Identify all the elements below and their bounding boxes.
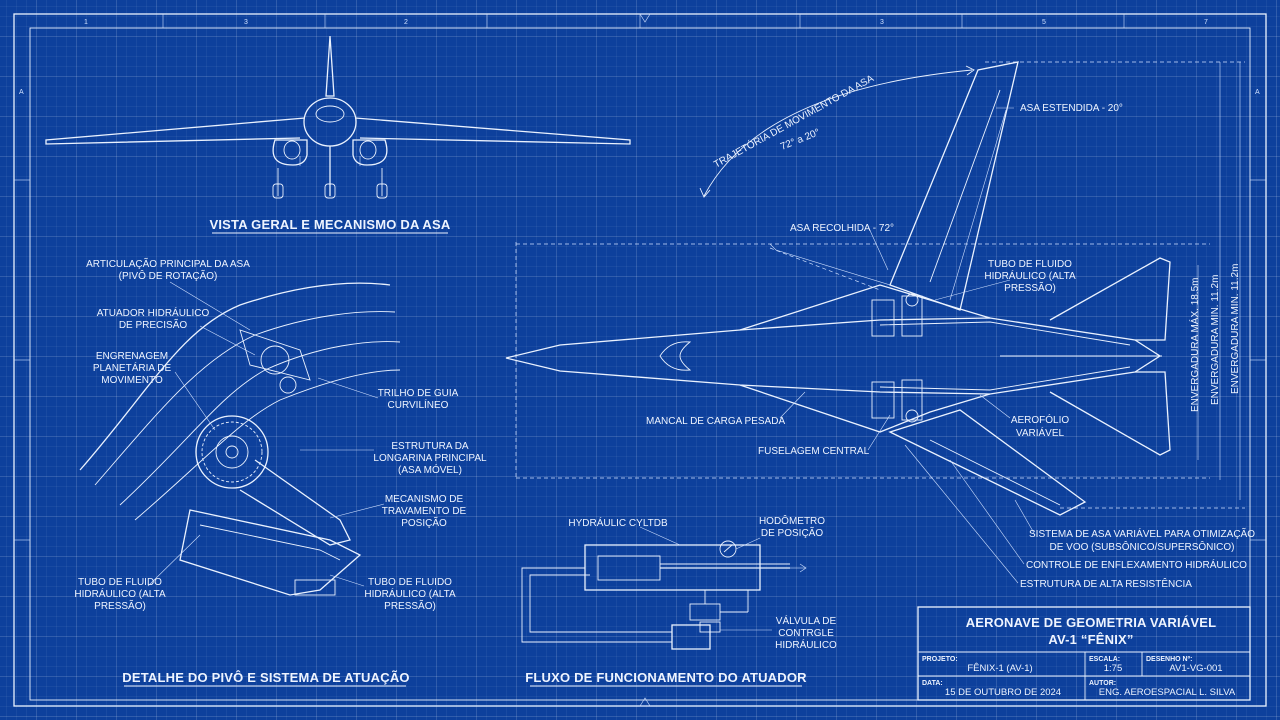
title-block-data-label: DATA: bbox=[922, 680, 943, 687]
label-articulacao-line2: (PIVÔ DE ROTAÇÃO) bbox=[119, 269, 218, 282]
label-fuselagem: FUSELAGEM CENTRAL bbox=[758, 446, 870, 457]
label-trilho-line1: TRILHO DE GUIA bbox=[378, 388, 459, 399]
label-sistema-line2: DE VOO (SUBSÔNICO/SUPERSÔNICO) bbox=[1049, 540, 1234, 553]
overview-section-title: VISTA GERAL E MECANISMO DA ASA bbox=[210, 217, 451, 232]
frame-mark-1: 1 bbox=[84, 19, 88, 26]
label-plan-tubo-line3: PRESSÃO) bbox=[1004, 281, 1056, 294]
label-env-min-2: ENVERGADURA MIN. 11.2m bbox=[1230, 264, 1241, 394]
frame-mark-6: 7 bbox=[1204, 19, 1208, 26]
label-asa-estendida: ASA ESTENDIDA - 20° bbox=[1020, 103, 1123, 114]
title-block-escala-label: ESCALA: bbox=[1089, 656, 1120, 663]
label-engrenagem-line1: ENGRENAGEM bbox=[96, 351, 168, 362]
frame-row-mark-right: A bbox=[1255, 89, 1260, 96]
centering-arrow-top bbox=[639, 13, 651, 23]
label-asa-recolhida: ASA RECOLHIDA - 72° bbox=[790, 223, 894, 234]
label-hodometro-line2: DE POSIÇÃO bbox=[761, 526, 823, 539]
pivot-detail-drawing bbox=[79, 281, 401, 596]
frame-mark-3: 2 bbox=[404, 19, 408, 26]
frame-mark-5: 5 bbox=[1042, 19, 1046, 26]
label-longarina-line3: (ASA MÓVEL) bbox=[398, 463, 462, 476]
drawing-frame: 1 3 2 3 5 7 A A bbox=[13, 13, 1267, 707]
label-longarina-line2: LONGARINA PRINCIPAL bbox=[373, 453, 487, 464]
label-travamento-line1: MECANISMO DE bbox=[385, 494, 464, 505]
label-travamento-line2: TRAVAMENTO DE bbox=[382, 506, 467, 517]
label-trilho-line2: CURVILÍNEO bbox=[388, 398, 449, 411]
label-longarina-line1: ESTRUTURA DA bbox=[391, 441, 469, 452]
plan-view-drawing bbox=[505, 61, 1245, 584]
label-atuador-line1: ATUADOR HIDRÁULICO bbox=[97, 306, 210, 319]
label-plan-tubo-line1: TUBO DE FLUIDO bbox=[988, 259, 1072, 270]
label-trajetoria: TRAJETÓRIA DE MOVIMENTO DA ASA bbox=[711, 71, 876, 170]
title-block-desenho-value: AV1-VG-001 bbox=[1169, 663, 1222, 674]
pivot-section-title: DETALHE DO PIVÔ E SISTEMA DE ATUAÇÃO bbox=[122, 670, 409, 685]
label-sistema-line1: SISTEMA DE ASA VARIÁVEL PARA OTIMIZAÇÃO bbox=[1029, 527, 1255, 540]
label-engrenagem-line2: PLANETÁRIA DE bbox=[93, 361, 172, 374]
frame-row-mark-left: A bbox=[19, 89, 24, 96]
title-block-title-line2: AV-1 “FÊNIX” bbox=[1048, 632, 1133, 647]
label-estrutura: ESTRUTURA DE ALTA RESISTÊNCIA bbox=[1020, 577, 1192, 590]
label-hydraulic-cylinder: HYDRÁULIC CYLTDB bbox=[568, 516, 668, 529]
label-tubo-left-line1: TUBO DE FLUIDO bbox=[78, 577, 162, 588]
frame-mark-4: 3 bbox=[880, 19, 884, 26]
label-valvula-line2: CONTRGLE bbox=[778, 628, 834, 639]
label-mancal: MANCAL DE CARGA PESADA bbox=[646, 416, 785, 427]
frame-mark-2: 3 bbox=[244, 19, 248, 26]
label-env-max: ENVERGADURA MÁX. 18.5m bbox=[1188, 278, 1201, 412]
title-block-data-value: 15 DE OUTUBRO DE 2024 bbox=[945, 687, 1061, 698]
front-view-drawing bbox=[45, 35, 631, 199]
label-hodometro-line1: HODÔMETRO bbox=[759, 514, 825, 527]
label-articulacao-line1: ARTICULAÇÃO PRINCIPAL DA ASA bbox=[86, 257, 250, 270]
label-atuador-line2: DE PRECISÃO bbox=[119, 318, 188, 331]
label-env-min-1: ENVERGADURA MIN. 11.2m bbox=[1210, 275, 1221, 405]
label-tubo-left-line3: PRESSÃO) bbox=[94, 599, 146, 612]
label-valvula-line3: HIDRÁULICO bbox=[775, 638, 837, 651]
label-tubo-right-line3: PRESSÃO) bbox=[384, 599, 436, 612]
title-block-title-line1: AERONAVE DE GEOMETRIA VARIÁVEL bbox=[966, 615, 1217, 630]
centering-arrow-bottom bbox=[639, 697, 651, 707]
label-tubo-left-line2: HIDRÁULICO (ALTA bbox=[74, 587, 166, 600]
label-tubo-right-line2: HIDRÁULICO (ALTA bbox=[364, 587, 456, 600]
title-block-escala-value: 1:75 bbox=[1104, 663, 1123, 674]
title-block bbox=[917, 606, 1251, 701]
label-aerofolio-line1: AEROFÓLIO bbox=[1011, 413, 1070, 426]
label-valvula-line1: VÁLVULA DE bbox=[776, 614, 837, 627]
label-controle: CONTROLE DE ENFLEXAMENTO HIDRÁULICO bbox=[1026, 558, 1247, 571]
label-plan-tubo-line2: HIDRÁULICO (ALTA bbox=[984, 269, 1076, 282]
title-block-projeto-value: FÊNIX-1 (AV-1) bbox=[967, 663, 1032, 674]
title-block-desenho-label: DESENHO Nº: bbox=[1146, 656, 1193, 663]
label-travamento-line3: POSIÇÃO bbox=[401, 516, 447, 529]
actuator-section-title: FLUXO DE FUNCIONAMENTO DO ATUADOR bbox=[525, 670, 807, 685]
actuator-flow-drawing bbox=[521, 526, 807, 650]
label-tubo-right-line1: TUBO DE FLUIDO bbox=[368, 577, 452, 588]
label-engrenagem-line3: MOVIMENTO bbox=[101, 375, 163, 386]
title-block-projeto-label: PROJETO: bbox=[922, 656, 958, 663]
label-aerofolio-line2: VARIÁVEL bbox=[1016, 426, 1065, 439]
title-block-autor-label: AUTOR: bbox=[1089, 680, 1116, 687]
title-block-autor-value: ENG. AEROESPACIAL L. SILVA bbox=[1099, 687, 1236, 698]
